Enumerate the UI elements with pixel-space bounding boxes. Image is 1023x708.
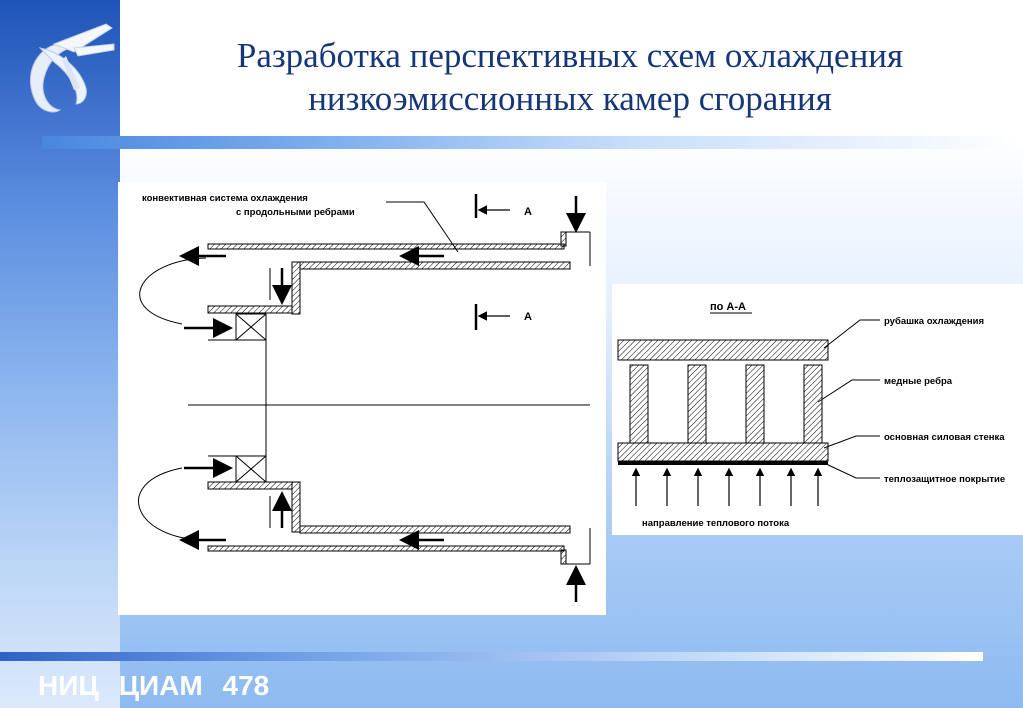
footer-page-number: 478 <box>222 670 270 701</box>
combustor-cooling-diagram: конвективная система охлаждения с продол… <box>118 182 606 615</box>
sidebar-stripe <box>0 0 120 708</box>
leader-wall <box>823 435 880 449</box>
dome-wall-bottom <box>207 481 293 490</box>
liner-step-bottom <box>291 481 301 533</box>
recirculation-loop-top <box>139 257 207 325</box>
cooling-jacket <box>617 339 829 361</box>
slide-title: Разработка перспективных схем охлаждения… <box>130 34 1010 120</box>
label-cooling-jacket: рубашка охлаждения <box>884 316 984 327</box>
label-load-bearing-wall: основная силовая стенка <box>884 432 1005 443</box>
outer-jacket-top <box>207 243 565 250</box>
copper-rib-1 <box>629 364 649 444</box>
footer-branding: НИЦ ЦИАМ 478 <box>38 668 281 704</box>
label-copper-ribs: медные ребра <box>884 376 953 387</box>
end-flange-top <box>560 231 567 247</box>
svg-text:А: А <box>524 311 532 323</box>
liner-wall-top <box>299 261 571 270</box>
swirler-top-cross-2 <box>235 313 267 341</box>
section-marker-mid: А <box>474 304 532 330</box>
leader-coating <box>823 462 880 479</box>
footer-org-nic: НИЦ <box>38 670 99 701</box>
swirler-bottom-cross-2 <box>235 455 267 483</box>
liner-wall-bottom <box>299 525 571 534</box>
cooling-system-label-1: конвективная система охлаждения <box>142 193 308 204</box>
cooling-system-label-2: с продольными ребрами <box>236 207 355 218</box>
footer-divider-band <box>0 652 983 661</box>
recirculation-loop-bottom <box>138 467 207 541</box>
title-line-1: Разработка перспективных схем охлаждения <box>236 36 904 75</box>
label-leader-line <box>386 201 459 253</box>
leader-jacket <box>823 319 880 349</box>
copper-rib-2 <box>687 364 707 444</box>
copper-rib-3 <box>745 364 765 444</box>
dome-wall-top <box>207 305 293 314</box>
section-marker-top: А <box>474 194 532 218</box>
label-heat-flow-direction: направление теплового потока <box>642 518 790 529</box>
thermal-barrier-coating <box>618 461 828 465</box>
label-thermal-coating: теплозащитное покрытие <box>884 474 1005 485</box>
liner-step-top <box>291 261 301 315</box>
section-aa-diagram: по А-А рубашка охлаждения медные ребра о… <box>612 284 1023 535</box>
leader-ribs <box>817 379 880 403</box>
footer-org-ciam: ЦИАМ <box>118 670 203 701</box>
section-title: по А-А <box>710 301 746 313</box>
title-line-2: низкоэмиссионных камер сгорания <box>308 79 832 118</box>
end-flange-bottom <box>560 549 567 565</box>
title-divider-band <box>42 136 1023 149</box>
load-bearing-wall <box>617 442 829 462</box>
copper-rib-4 <box>803 364 823 444</box>
svg-text:А: А <box>524 206 532 218</box>
outer-jacket-bottom <box>207 545 565 552</box>
ciam-logo-icon <box>29 23 115 113</box>
